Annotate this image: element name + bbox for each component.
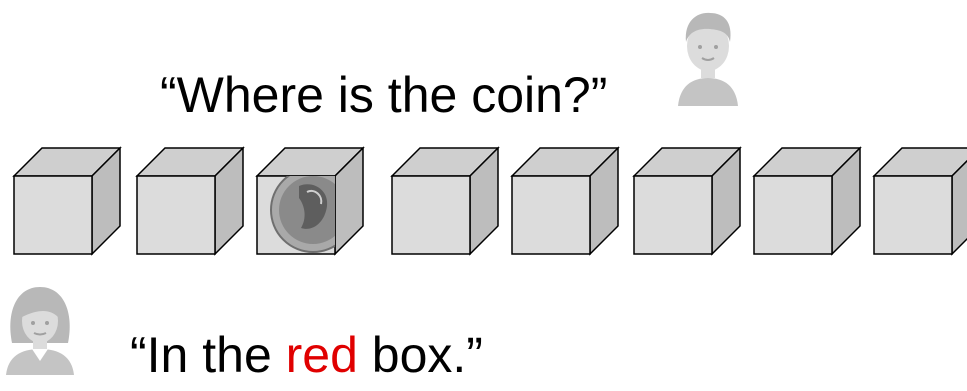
question-text: “Where is the coin?”	[160, 70, 607, 120]
answer-highlight-word: red	[286, 327, 358, 383]
box	[632, 146, 744, 258]
female-avatar-icon	[4, 283, 76, 375]
answer-text-end: box.”	[358, 327, 483, 383]
box	[135, 146, 247, 258]
box	[390, 146, 502, 258]
box	[872, 146, 967, 258]
box	[12, 146, 124, 258]
answer-text-start: “In the	[130, 327, 286, 383]
box	[752, 146, 864, 258]
box	[510, 146, 622, 258]
box-with-coin	[255, 146, 367, 258]
answer-text: “In the red box.”	[130, 330, 483, 380]
male-avatar-icon	[676, 10, 740, 106]
